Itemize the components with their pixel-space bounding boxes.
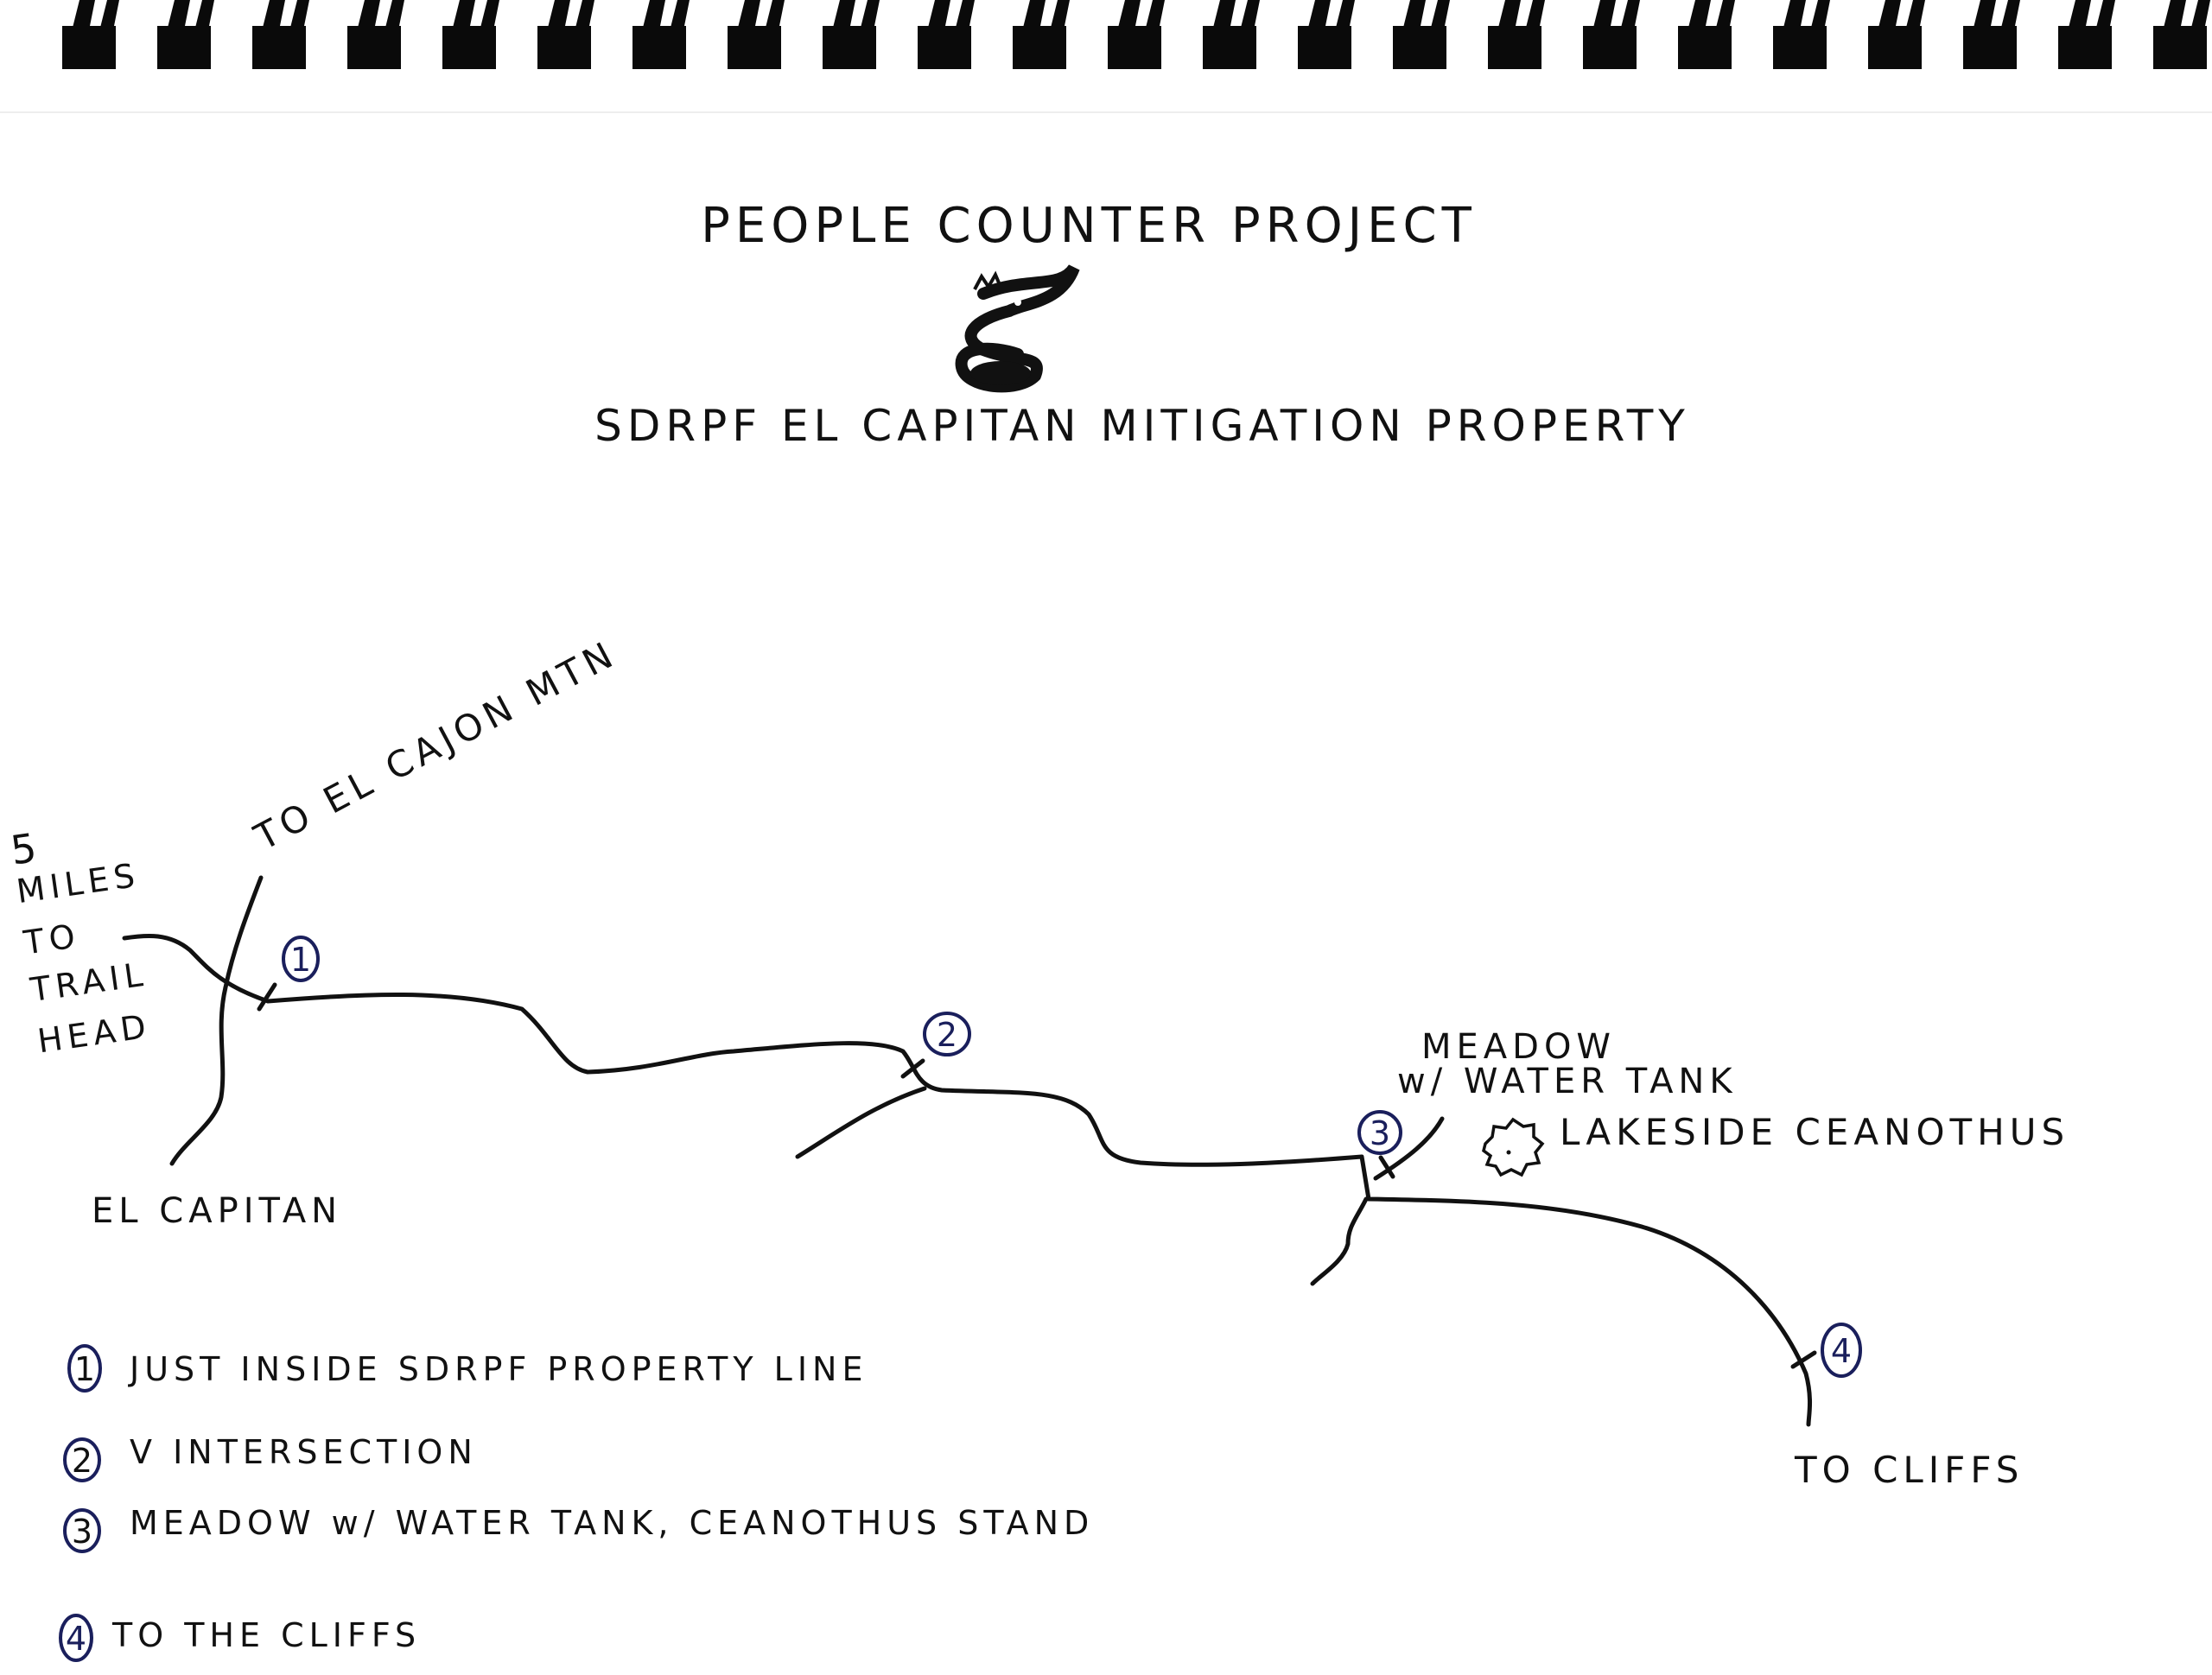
svg-text:TO: TO bbox=[21, 917, 83, 962]
legend-item-4: 4 TO THE CLIFFS bbox=[59, 1614, 421, 1662]
svg-text:TO THE CLIFFS: TO THE CLIFFS bbox=[111, 1616, 421, 1654]
binding-coil bbox=[1782, 0, 1830, 35]
binding-coil bbox=[1116, 0, 1165, 35]
marker-4: 4 bbox=[1821, 1323, 1862, 1378]
marker-1: 1 bbox=[282, 936, 320, 982]
legend-item-3: 3 MEADOW w/ WATER TANK, CEANOTHUS STAND bbox=[63, 1504, 1094, 1553]
svg-text:MEADOW w/ WATER TANK, CEANOTHU: MEADOW w/ WATER TANK, CEANOTHUS STAND bbox=[130, 1504, 1094, 1542]
binding-coil bbox=[2067, 0, 2115, 35]
binding-coil bbox=[1972, 0, 2020, 35]
svg-text:JUST INSIDE SDRPF PROPERTY LIN: JUST INSIDE SDRPF PROPERTY LINE bbox=[128, 1350, 868, 1388]
binding-coil bbox=[166, 0, 214, 35]
svg-text:1: 1 bbox=[74, 1350, 95, 1388]
binding-coil bbox=[356, 0, 404, 35]
counter-cross-2 bbox=[900, 1058, 925, 1079]
branch-trail-3-up bbox=[1373, 1116, 1445, 1181]
binding-coil bbox=[641, 0, 690, 35]
water-tank-label: w/ WATER TANK bbox=[1397, 1062, 1738, 1101]
legend-item-2: 2 V INTERSECTION bbox=[63, 1433, 478, 1482]
binding-coil bbox=[1021, 0, 1070, 35]
svg-text:3: 3 bbox=[1370, 1114, 1390, 1152]
spiral-binding bbox=[62, 0, 2210, 69]
svg-text:1: 1 bbox=[290, 941, 311, 979]
svg-text:2: 2 bbox=[937, 1016, 957, 1054]
marker-2: 2 bbox=[923, 1012, 971, 1056]
legend: 1 JUST INSIDE SDRPF PROPERTY LINE 2 V IN… bbox=[59, 1344, 1094, 1662]
counter-cross-3 bbox=[1378, 1155, 1395, 1179]
binding-coil bbox=[736, 0, 785, 35]
svg-text:5: 5 bbox=[8, 823, 44, 873]
binding-coil bbox=[1306, 0, 1355, 35]
svg-text:2: 2 bbox=[72, 1442, 92, 1480]
binding-coil bbox=[1877, 0, 1925, 35]
svg-text:HEAD: HEAD bbox=[35, 1007, 154, 1061]
counter-cross-1 bbox=[257, 982, 277, 1012]
svg-text:3: 3 bbox=[72, 1513, 92, 1551]
binding-coil bbox=[2162, 0, 2210, 35]
binding-coil bbox=[1211, 0, 1260, 35]
binding-coil bbox=[831, 0, 880, 35]
marker-3: 3 bbox=[1357, 1110, 1402, 1155]
svg-text:TRAIL: TRAIL bbox=[27, 955, 149, 1009]
counter-cross-4 bbox=[1790, 1350, 1817, 1369]
ceanothus-bush-icon bbox=[1482, 1117, 1545, 1177]
to-cliffs-label: TO CLIFFS bbox=[1794, 1449, 2024, 1491]
binding-coil bbox=[261, 0, 309, 35]
binding-coil bbox=[926, 0, 975, 35]
page-subtitle: SDRPF EL CAPITAN MITIGATION PROPERTY bbox=[594, 401, 1690, 451]
binding-coil bbox=[546, 0, 594, 35]
binding-coil bbox=[451, 0, 499, 35]
binding-coil bbox=[71, 0, 119, 35]
legend-item-1: 1 JUST INSIDE SDRPF PROPERTY LINE bbox=[67, 1344, 868, 1393]
squirrel-logo-icon bbox=[955, 263, 1080, 393]
svg-text:V INTERSECTION: V INTERSECTION bbox=[130, 1433, 478, 1471]
cross-trail bbox=[169, 875, 264, 1166]
branch-trail-2 bbox=[795, 1086, 927, 1159]
binding-coil bbox=[1592, 0, 1640, 35]
binding-coil bbox=[1497, 0, 1545, 35]
binding-coil bbox=[1687, 0, 1735, 35]
branch-trail-3-down bbox=[1310, 1196, 1369, 1286]
meadow-label: MEADOW bbox=[1421, 1027, 1616, 1067]
page-title: PEOPLE COUNTER PROJECT bbox=[701, 198, 1477, 254]
lakeside-ceanothus-label: LAKESIDE CEANOTHUS bbox=[1560, 1111, 2069, 1153]
el-cajon-label: TO EL CAJON MTN bbox=[247, 631, 624, 859]
main-trail bbox=[122, 933, 1812, 1427]
el-capitan-label: EL CAPITAN bbox=[92, 1191, 342, 1231]
binding-coil bbox=[1402, 0, 1450, 35]
svg-text:4: 4 bbox=[1831, 1332, 1852, 1370]
svg-text:4: 4 bbox=[66, 1620, 86, 1658]
